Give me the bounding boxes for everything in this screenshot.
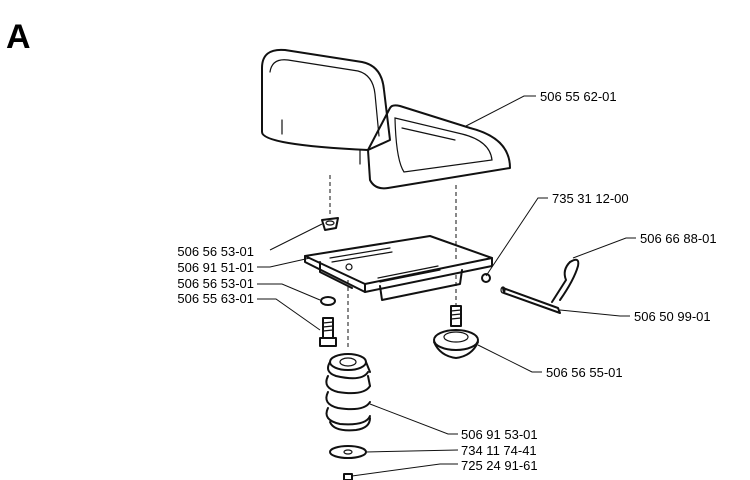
washer-bottom <box>329 445 367 459</box>
bolt <box>319 317 337 347</box>
part-number-label: 735 31 12-00 <box>552 191 629 206</box>
pin <box>500 286 561 314</box>
part-number-label: 506 56 55-01 <box>546 365 623 380</box>
part-number-label: 506 56 53-01 <box>177 244 254 259</box>
part-number-label: 506 50 99-01 <box>634 309 711 324</box>
part-number-labels: 506 55 62-01 735 31 12-00 506 66 88-01 5… <box>177 89 716 473</box>
washer <box>320 296 336 306</box>
part-number-label: 506 55 63-01 <box>177 291 254 306</box>
seat-bracket <box>304 235 493 301</box>
small-clip <box>481 273 491 283</box>
part-number-label: 506 66 88-01 <box>640 231 717 246</box>
part-number-label: 506 55 62-01 <box>540 89 617 104</box>
spring <box>325 353 371 432</box>
hair-pin-clip <box>551 258 580 303</box>
seat <box>261 48 511 190</box>
leader-lines <box>257 95 636 477</box>
part-number-label: 506 91 53-01 <box>461 427 538 442</box>
part-number-label: 506 56 53-01 <box>177 276 254 291</box>
part-number-label: 506 91 51-01 <box>177 260 254 275</box>
part-number-label: 725 24 91-61 <box>461 458 538 473</box>
adjustment-knob <box>433 305 479 359</box>
nut-bottom <box>343 473 353 480</box>
nut-top <box>321 217 339 231</box>
part-number-label: 734 11 74-41 <box>461 443 537 458</box>
section-letter: A <box>6 18 31 56</box>
